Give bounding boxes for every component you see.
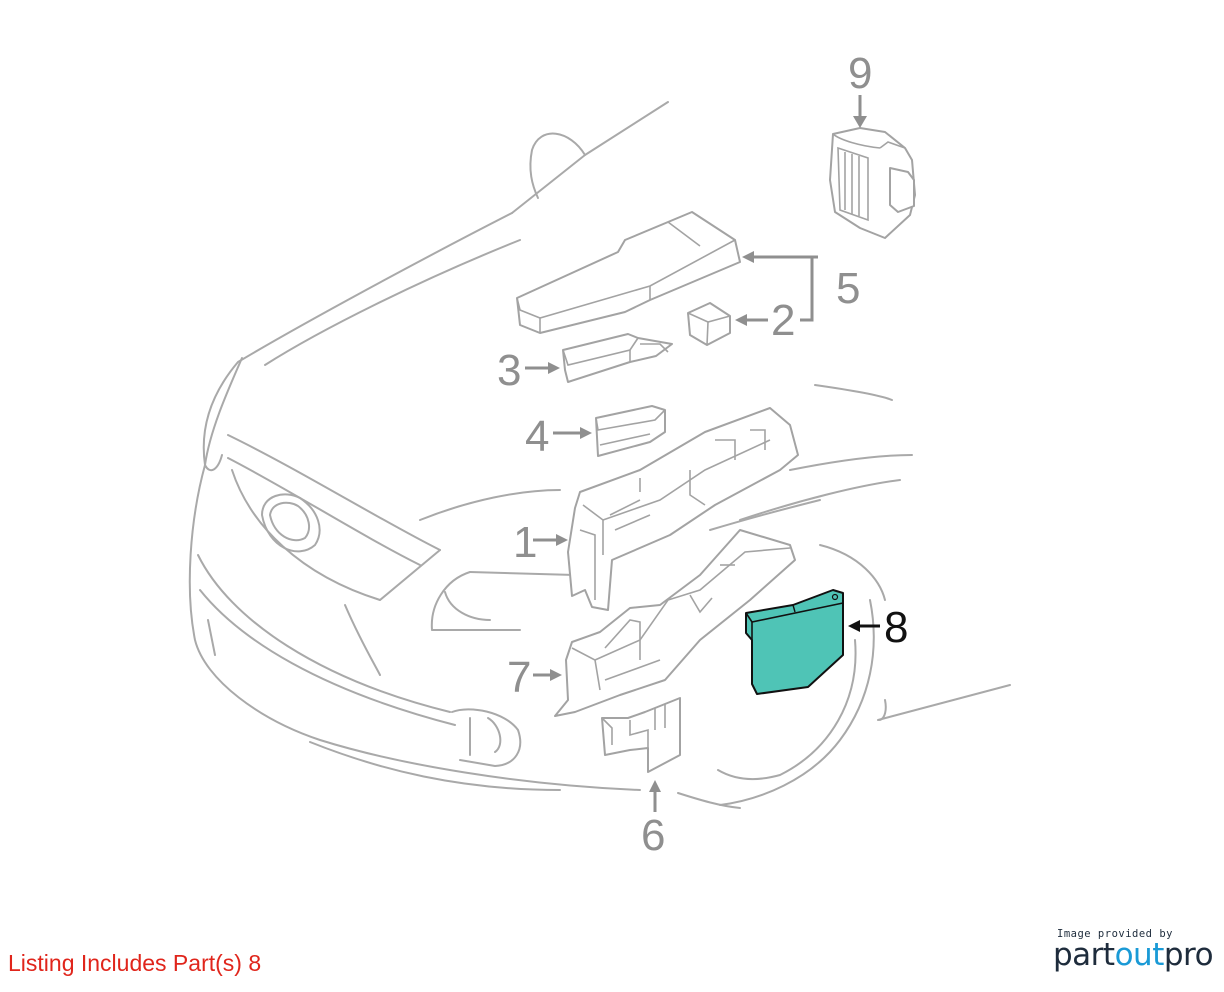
callout-5: 5 [836,264,860,313]
partoutpro-logo: partoutpro [1053,937,1214,973]
part-9 [829,127,916,239]
callout-arrows [525,95,880,812]
part-8-body [745,589,844,695]
callout-9: 9 [848,49,872,98]
part-3 [562,333,673,383]
part-4 [595,405,666,457]
part-5 [516,211,741,334]
logo-pro: pro [1163,937,1214,973]
listing-includes-text: Listing Includes Part(s) 8 [8,950,262,976]
logo-part: part [1053,937,1115,973]
vehicle-outline [188,101,1011,809]
part-2 [687,302,731,346]
callout-4: 4 [525,412,549,461]
callout-3: 3 [497,346,521,395]
callout-6: 6 [641,811,665,860]
provider-caption: Image provided by [1057,928,1173,940]
part-6 [601,697,681,773]
callout-8: 8 [884,603,908,652]
logo-out: out [1114,937,1165,973]
callout-1: 1 [513,518,537,567]
callout-2: 2 [771,296,795,345]
part-8-highlighted [745,589,844,695]
part-7 [554,529,796,717]
callout-7: 7 [507,653,531,702]
part-1 [567,407,799,611]
